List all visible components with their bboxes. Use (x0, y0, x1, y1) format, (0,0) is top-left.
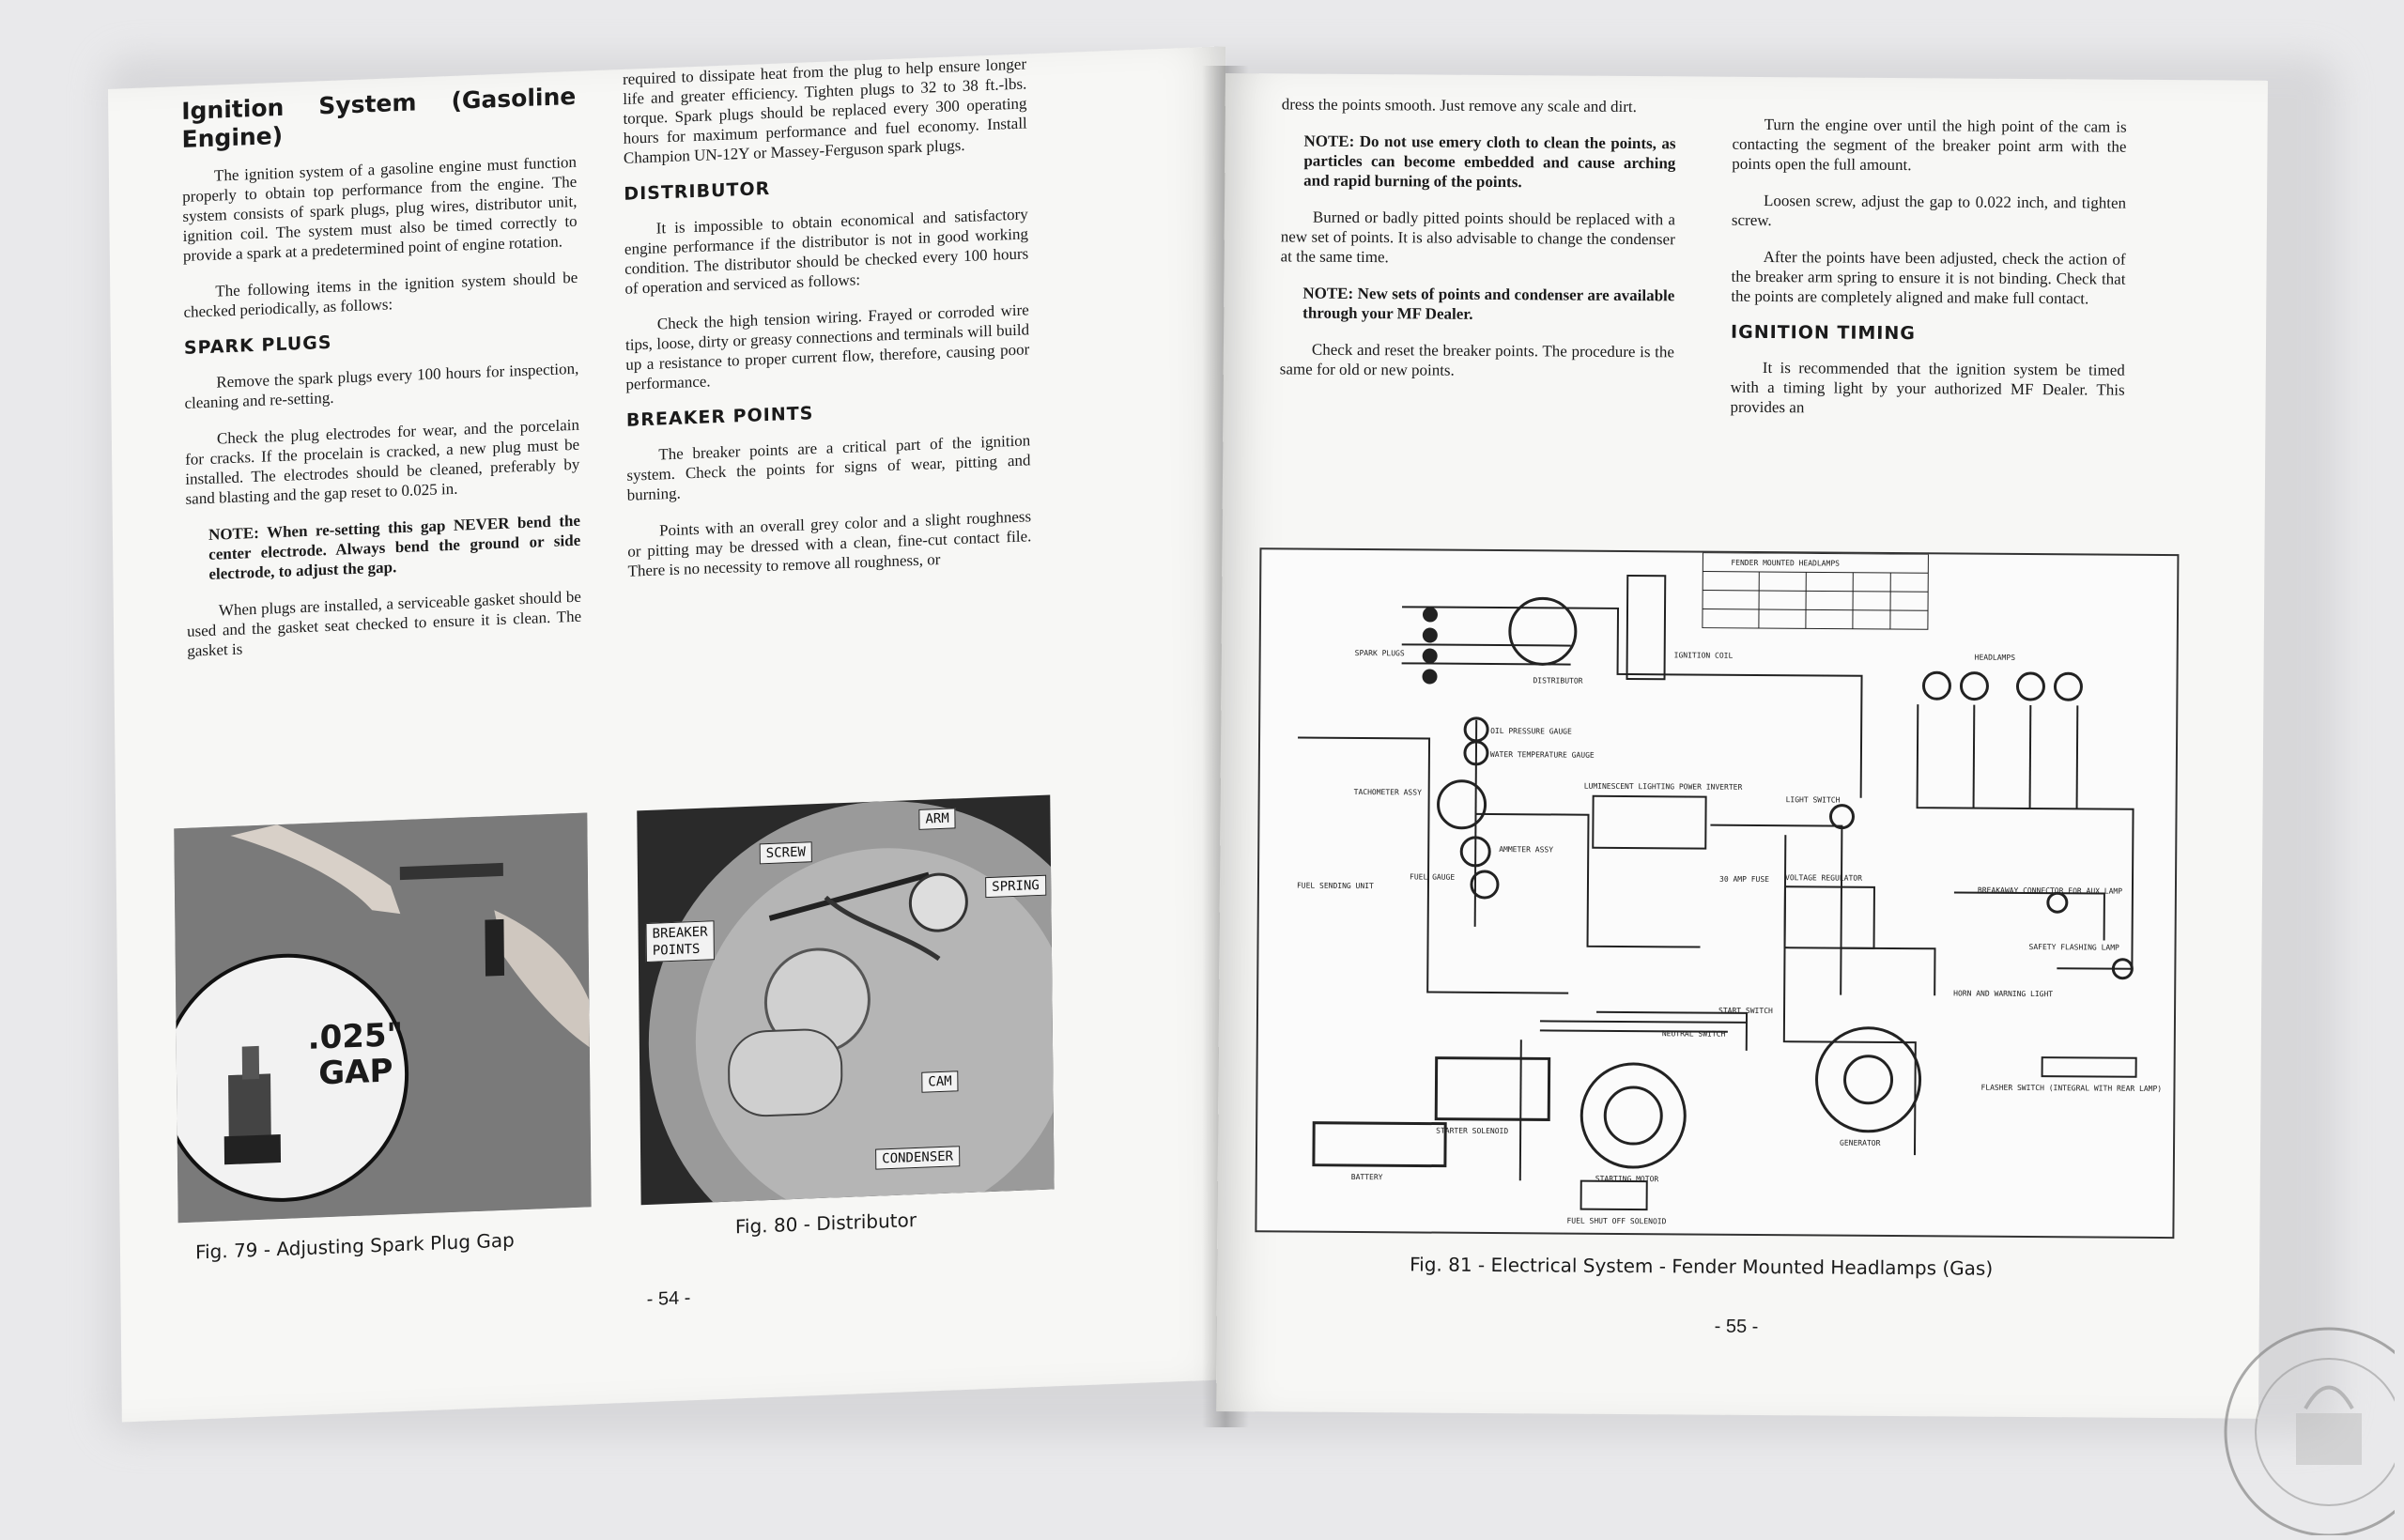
gap-label: .025" GAP (307, 1017, 403, 1092)
label-spring: SPRING (985, 875, 1046, 898)
emery-note: NOTE: Do not use emery cloth to clean th… (1303, 131, 1675, 193)
page-number-55: - 55 - (1715, 1317, 1759, 1338)
items-paragraph: The following items in the ignition syst… (183, 268, 578, 322)
dlabel-start-switch: START SWITCH (1718, 1007, 1773, 1015)
section-title: Ignition System (Gasoline Engine) (181, 83, 577, 154)
replace-points-paragraph: Burned or badly pitted points should be … (1281, 207, 1675, 269)
dlabel-flasher: FLASHER SWITCH (INTEGRAL WITH REAR LAMP) (1980, 1084, 2162, 1093)
breaker-paragraph-2: Points with an overall grey color and a … (627, 506, 1032, 580)
dlabel-horn: HORN AND WARNING LIGHT (1953, 989, 2053, 998)
label-breaker: BREAKER (653, 924, 708, 943)
timing-paragraph: It is recommended that the ignition syst… (1730, 358, 2124, 420)
fig79-caption: Fig. 79 - Adjusting Spark Plug Gap (195, 1228, 515, 1263)
dlabel-voltage-reg: VOLTAGE REGULATOR (1785, 873, 1862, 883)
dlabel-starter-solenoid: STARTER SOLENOID (1436, 1127, 1508, 1136)
dlabel-fuel-sending: FUEL SENDING UNIT (1297, 882, 1374, 891)
dlabel-tachometer: TACHOMETER ASSY (1354, 788, 1422, 797)
fig81-wiring-diagram: FENDER MOUNTED HEADLAMPS SPARK PLUGS DIS… (1255, 547, 2179, 1239)
gap-value: .025" (307, 1017, 403, 1056)
dlabel-ammeter: AMMETER ASSY (1499, 845, 1553, 854)
dlabel-headlamps: HEADLAMPS (1975, 654, 2016, 662)
distributor-paragraph-2: Check the high tension wiring. Frayed or… (625, 300, 1030, 393)
dlabel-starting-motor: STARTING MOTOR (1595, 1175, 1659, 1183)
wiring-lines: FENDER MOUNTED HEADLAMPS SPARK PLUGS DIS… (1256, 549, 2177, 1237)
label-condenser: CONDENSER (875, 1146, 960, 1169)
plugs-paragraph-1: Remove the spark plugs every 100 hours f… (184, 359, 578, 413)
heading-spark-plugs: SPARK PLUGS (184, 324, 578, 359)
loosen-screw-paragraph: Loosen screw, adjust the gap to 0.022 in… (1732, 191, 2126, 233)
label-breaker-points: BREAKER POINTS (645, 920, 714, 962)
dlabel-safety-lamp: SAFETY FLASHING LAMP (2028, 943, 2119, 952)
plugs-continued: required to dissipate heat from the plug… (623, 54, 1027, 167)
heading-breaker-points: BREAKER POINTS (626, 395, 1030, 431)
plugs-note: NOTE: When re-setting this gap NEVER ben… (208, 511, 581, 584)
dlabel-fuse: 30 AMP FUSE (1719, 875, 1769, 884)
dlabel-neutral: NEUTRAL SWITCH (1662, 1029, 1726, 1038)
heading-distributor: DISTRIBUTOR (624, 169, 1027, 205)
dlabel-generator: GENERATOR (1840, 1139, 1881, 1147)
watermark (2216, 1310, 2395, 1535)
dealer-note: NOTE: New sets of points and condenser a… (1302, 284, 1674, 326)
label-arm: ARM (918, 808, 956, 830)
dlabel-breakaway: BREAKAWAY CONNECTOR FOR AUX LAMP (1978, 886, 2122, 896)
dlabel-fuel-shutoff: FUEL SHUT OFF SOLENOID (1566, 1217, 1666, 1226)
dlabel-water-gauge: WATER TEMPERATURE GAUGE (1490, 750, 1595, 760)
distributor-paragraph-1: It is impossible to obtain economical an… (624, 204, 1029, 298)
label-screw: SCREW (760, 841, 812, 864)
dlabel-distributor: DISTRIBUTOR (1533, 676, 1582, 685)
dlabel-battery: BATTERY (1351, 1173, 1383, 1181)
dlabel-fuel-gauge: FUEL GAUGE (1410, 872, 1455, 881)
page-number-54: - 54 - (647, 1287, 691, 1311)
fig80-illustration (637, 795, 1054, 1206)
after-adjust-paragraph: After the points have been adjusted, che… (1731, 247, 2125, 309)
breaker-paragraph-1: The breaker points are a critical part o… (626, 430, 1031, 504)
gap-word: GAP (308, 1053, 404, 1092)
intro-paragraph: The ignition system of a gasoline engine… (182, 152, 578, 266)
heading-ignition-timing: IGNITION TIMING (1731, 323, 2125, 346)
plugs-paragraph-3: When plugs are installed, a serviceable … (187, 587, 582, 661)
breaker-continued: dress the points smooth. Just remove any… (1282, 94, 1676, 116)
dlabel-lum-lighting: LUMINESCENT LIGHTING POWER INVERTER (1584, 782, 1743, 792)
label-points: POINTS (653, 941, 708, 960)
dlabel-ignition-coil: IGNITION COIL (1674, 651, 1734, 659)
dlabel-oil-gauge: OIL PRESSURE GAUGE (1490, 727, 1572, 736)
right-column-2: Turn the engine over until the high poin… (1730, 115, 2126, 437)
fig80-caption: Fig. 80 - Distributor (735, 1209, 917, 1238)
turn-engine-paragraph: Turn the engine over until the high poin… (1732, 115, 2126, 177)
dlabel-spark-plugs: SPARK PLUGS (1355, 649, 1405, 657)
right-page: dress the points smooth. Just remove any… (1216, 73, 2268, 1419)
left-column-2: required to dissipate heat from the plug… (623, 54, 1032, 597)
dlabel-light-switch: LIGHT SWITCH (1786, 795, 1841, 804)
label-cam: CAM (921, 1070, 959, 1093)
fig81-caption: Fig. 81 - Electrical System - Fender Mou… (1410, 1253, 1993, 1279)
fig79-photo: .025" GAP (174, 812, 591, 1223)
plugs-paragraph-2: Check the plug electrodes for wear, and … (185, 415, 580, 509)
left-column-1: Ignition System (Gasoline Engine) The ig… (181, 83, 581, 678)
dlabel-fender-table: FENDER MOUNTED HEADLAMPS (1731, 559, 1840, 568)
left-page: Ignition System (Gasoline Engine) The ig… (108, 46, 1240, 1422)
watermark-seal (2216, 1310, 2395, 1535)
fig80-photo: ARM SCREW SPRING BREAKER POINTS CAM COND… (637, 795, 1054, 1206)
right-column-1: dress the points smooth. Just remove any… (1280, 94, 1676, 398)
reset-points-paragraph: Check and reset the breaker points. The … (1280, 339, 1674, 381)
